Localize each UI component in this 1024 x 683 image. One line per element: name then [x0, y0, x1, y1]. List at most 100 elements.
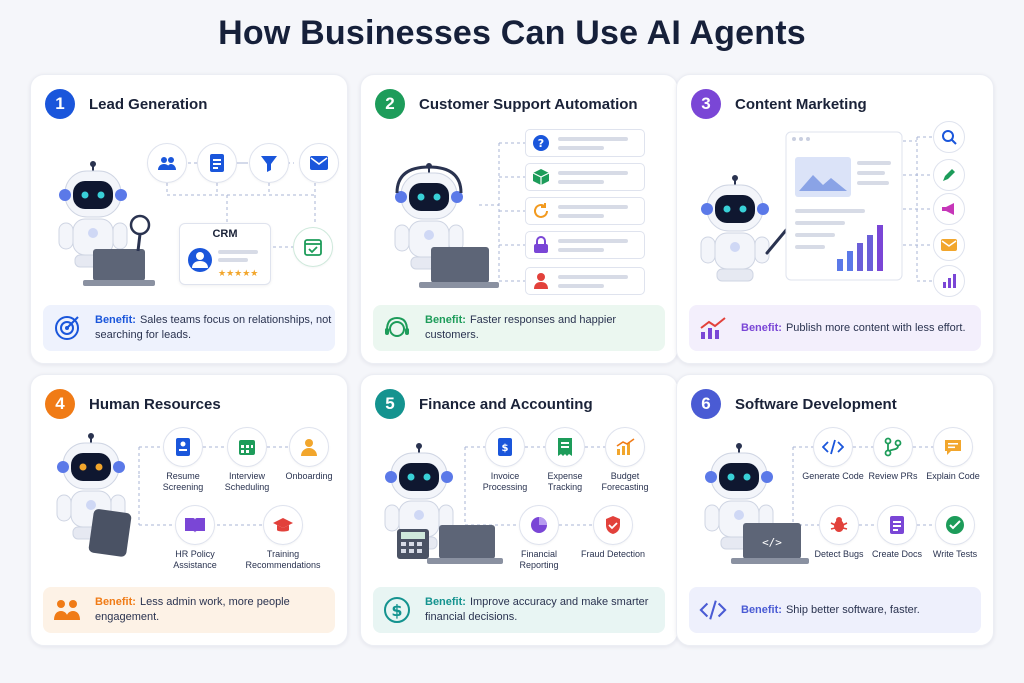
card-title: Customer Support Automation	[419, 95, 638, 113]
ticket-row: ?	[525, 129, 645, 157]
git-branch-icon	[873, 427, 913, 467]
svg-text:$: $	[502, 443, 509, 454]
card-lead-generation: 1 Lead Generation	[30, 74, 348, 364]
card-header: 1 Lead Generation	[45, 89, 207, 119]
card-human-resources: 4 Human Resources Resume Screening Inter…	[30, 374, 348, 646]
item-label: Fraud Detection	[580, 549, 646, 559]
benefit-box: Benefit:Faster responses and happier cus…	[373, 305, 665, 351]
document-icon	[197, 143, 237, 183]
benefit-box: Benefit:Less admin work, more people eng…	[43, 587, 335, 633]
card-content-marketing: 3 Content Marketing	[676, 74, 994, 364]
card-header: 4 Human Resources	[45, 389, 221, 419]
benefit-label: Benefit:	[425, 596, 466, 608]
card-header: 2 Customer Support Automation	[375, 89, 638, 119]
card-title: Finance and Accounting	[419, 395, 593, 413]
check-circle-icon	[935, 505, 975, 545]
benefit-box: Benefit:Ship better software, faster.	[689, 587, 981, 633]
card-title: Lead Generation	[89, 95, 208, 113]
card-software-development: 6 Software Development </> Generate Code…	[676, 374, 994, 646]
laptop-icon	[427, 525, 503, 564]
megaphone-icon	[933, 193, 965, 225]
card-title: Human Resources	[89, 395, 221, 413]
code-icon	[699, 596, 727, 624]
robot-illustration	[58, 161, 128, 268]
benefit-text: Benefit:Publish more content with less e…	[741, 321, 966, 336]
book-icon	[175, 505, 215, 545]
robot-illustration	[700, 175, 770, 282]
benefit-text: Benefit:Sales teams focus on relationshi…	[95, 313, 335, 343]
users-icon	[147, 143, 187, 183]
document-icon	[877, 505, 917, 545]
target-icon	[53, 314, 81, 342]
item-label: HR Policy Assistance	[173, 549, 217, 570]
question-icon: ?	[532, 134, 550, 152]
code-icon	[813, 427, 853, 467]
refresh-icon	[532, 202, 550, 220]
card-finance-accounting: 5 Finance and Accounting $ Invoice Proce…	[360, 374, 678, 646]
benefit-text: Benefit:Ship better software, faster.	[741, 603, 920, 618]
people-icon	[53, 596, 81, 624]
pie-chart-icon	[519, 505, 559, 545]
content-dashboard	[785, 131, 903, 281]
laptop-icon	[419, 247, 499, 288]
card-customer-support: 2 Customer Support Automation ?	[360, 74, 678, 364]
laptop-icon	[83, 249, 155, 286]
pencil-icon	[933, 159, 965, 191]
item-label: Financial Reporting	[519, 549, 559, 570]
svg-text:?: ?	[538, 137, 544, 150]
bug-icon	[819, 505, 859, 545]
email-icon	[299, 143, 339, 183]
package-icon	[532, 168, 550, 186]
benefit-text: Benefit:Improve accuracy and make smarte…	[425, 595, 665, 625]
item-label: Create Docs	[871, 549, 923, 559]
svg-text:★★★★★: ★★★★★	[218, 269, 258, 279]
benefit-label: Benefit:	[741, 603, 782, 616]
item-label: Write Tests	[932, 549, 978, 559]
item-label: Generate Code	[802, 471, 864, 481]
card-header: 6 Software Development	[691, 389, 897, 419]
avatar: ★★★★★	[188, 248, 258, 279]
pen-icon	[765, 227, 789, 255]
benefit-description: Publish more content with less effort.	[785, 321, 966, 334]
crm-card: CRM ★★★★★	[179, 223, 271, 285]
ticket-row	[525, 163, 645, 191]
receipt-icon	[545, 427, 585, 467]
trend-chart-icon	[605, 427, 645, 467]
item-label: Detect Bugs	[814, 549, 864, 559]
item-label: Invoice Processing	[482, 471, 528, 492]
card-header: 3 Content Marketing	[691, 89, 867, 119]
bar-chart-icon	[933, 265, 965, 297]
card-title: Content Marketing	[735, 95, 867, 113]
item-label: Resume Screening	[162, 471, 204, 492]
benefit-description: Ship better software, faster.	[785, 603, 920, 616]
card-header: 5 Finance and Accounting	[375, 389, 593, 419]
email-icon	[933, 229, 965, 261]
filter-icon	[249, 143, 289, 183]
benefit-description: Sales teams focus on relationships, not …	[95, 314, 332, 341]
item-label: Expense Tracking	[547, 471, 583, 492]
item-label: Budget Forecasting	[601, 471, 649, 492]
item-label: Review PRs	[868, 471, 918, 481]
svg-text:</>: </>	[762, 536, 782, 549]
step-number-badge: 1	[45, 89, 75, 119]
lock-icon	[532, 236, 550, 254]
graduation-cap-icon	[263, 505, 303, 545]
ticket-row	[525, 231, 645, 259]
card-title: Software Development	[735, 395, 897, 413]
shield-alert-icon	[593, 505, 633, 545]
benefit-text: Benefit:Faster responses and happier cus…	[425, 313, 665, 343]
calendar-check-icon	[293, 227, 333, 267]
calculator-icon	[397, 529, 429, 559]
ticket-row	[525, 267, 645, 295]
robot-illustration	[394, 163, 464, 270]
chat-icon	[933, 427, 973, 467]
benefit-box: Benefit:Sales teams focus on relationshi…	[43, 305, 335, 351]
person-icon	[532, 272, 550, 290]
dollar-icon: $	[383, 596, 411, 624]
crm-label: CRM	[212, 228, 238, 240]
step-number-badge: 3	[691, 89, 721, 119]
benefit-label: Benefit:	[741, 321, 782, 334]
step-number-badge: 4	[45, 389, 75, 419]
item-label: Explain Code	[926, 471, 980, 481]
benefit-label: Benefit:	[425, 314, 466, 326]
